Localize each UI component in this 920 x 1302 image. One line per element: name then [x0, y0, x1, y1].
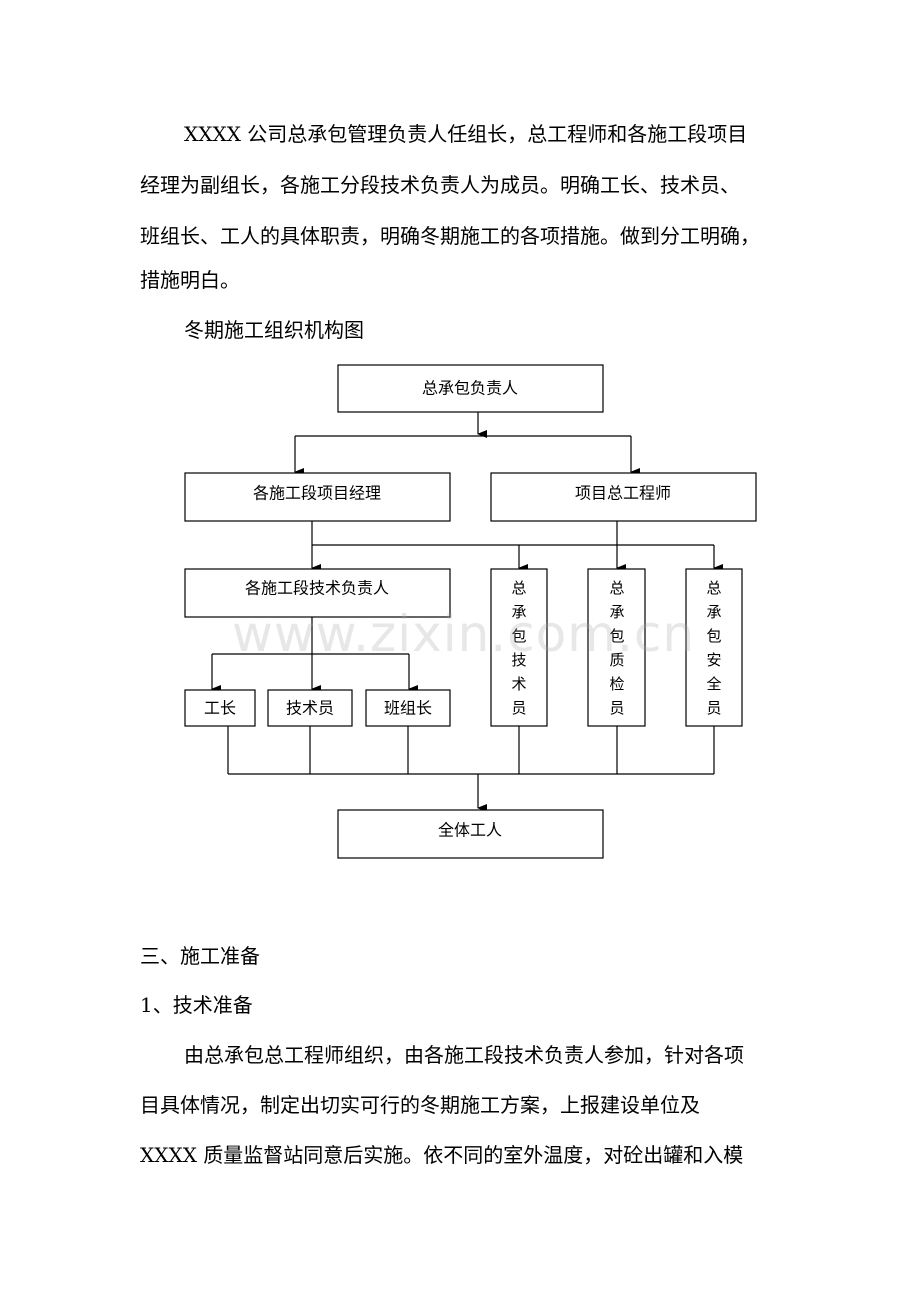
node-tech-lead: 各施工段技术负责人 — [184, 568, 451, 618]
org-chart-connectors — [211, 412, 723, 812]
intro-line-1: XXXX 公司总承包管理负责人任组长，总工程师和各施工段项目 — [184, 122, 748, 146]
node-gc-technician-char: 包 — [511, 627, 526, 645]
node-gc-inspector-char: 承 — [609, 603, 624, 621]
node-gc-technician-char: 术 — [511, 675, 526, 693]
node-gc-inspector: 总 承 包 质 检 员 — [587, 568, 646, 727]
node-gc-safety-char: 员 — [706, 699, 721, 717]
node-head: 总承包负责人 — [337, 364, 604, 413]
node-team-leader-label: 班组长 — [384, 699, 432, 718]
node-chief-engineer-label: 项目总工程师 — [575, 484, 671, 503]
node-gc-technician-char: 承 — [511, 603, 526, 621]
node-foreman: 工长 — [184, 689, 256, 727]
node-section-manager: 各施工段项目经理 — [184, 472, 451, 522]
section-heading: 三、施工准备 — [140, 944, 260, 968]
subsection-heading: 1、技术准备 — [140, 993, 253, 1017]
node-gc-technician-char: 技 — [511, 651, 526, 669]
node-gc-safety-char: 承 — [706, 603, 721, 621]
node-gc-safety-char: 总 — [706, 579, 721, 597]
para-line-2: 目具体情况，制定出切实可行的冬期施工方案，上报建设单位及 — [140, 1093, 700, 1117]
node-gc-safety-char: 包 — [706, 627, 721, 645]
node-foreman-label: 工长 — [204, 699, 236, 718]
node-all-workers-label: 全体工人 — [438, 821, 502, 840]
node-gc-safety: 总 承 包 安 全 员 — [685, 568, 743, 727]
intro-line-2: 经理为副组长，各施工分段技术负责人为成员。明确工长、技术员、 — [140, 173, 740, 197]
node-gc-technician-char: 总 — [511, 579, 526, 597]
node-gc-technician-char: 员 — [511, 699, 526, 717]
node-section-manager-label: 各施工段项目经理 — [253, 484, 381, 503]
node-gc-inspector-char: 员 — [609, 699, 624, 717]
node-gc-safety-char: 安 — [706, 651, 721, 669]
node-tech-lead-label: 各施工段技术负责人 — [245, 579, 389, 598]
node-team-leader: 班组长 — [365, 689, 451, 727]
watermark-text: www.zixin.com.cn — [232, 605, 696, 663]
node-gc-inspector-char: 包 — [609, 627, 624, 645]
intro-line-4: 措施明白。 — [140, 268, 240, 292]
node-technician-label: 技术员 — [286, 699, 334, 718]
node-gc-inspector-char: 质 — [609, 651, 624, 669]
node-chief-engineer: 项目总工程师 — [490, 472, 757, 522]
para-line-1: 由总承包总工程师组织，由各施工段技术负责人参加，针对各项 — [184, 1043, 744, 1067]
node-all-workers: 全体工人 — [337, 809, 604, 859]
node-gc-technician: 总 承 包 技 术 员 — [490, 568, 548, 727]
node-head-label: 总承包负责人 — [422, 379, 518, 398]
node-gc-inspector-char: 检 — [609, 675, 624, 693]
para-line-3: XXXX 质量监督站同意后实施。依不同的室外温度，对砼出罐和入模 — [140, 1143, 744, 1167]
node-technician: 技术员 — [267, 689, 353, 727]
node-gc-safety-char: 全 — [706, 675, 721, 693]
intro-line-3: 班组长、工人的具体职责，明确冬期施工的各项措施。做到分工明确， — [140, 224, 760, 248]
node-gc-inspector-char: 总 — [609, 579, 624, 597]
org-chart-caption: 冬期施工组织机构图 — [184, 318, 364, 342]
